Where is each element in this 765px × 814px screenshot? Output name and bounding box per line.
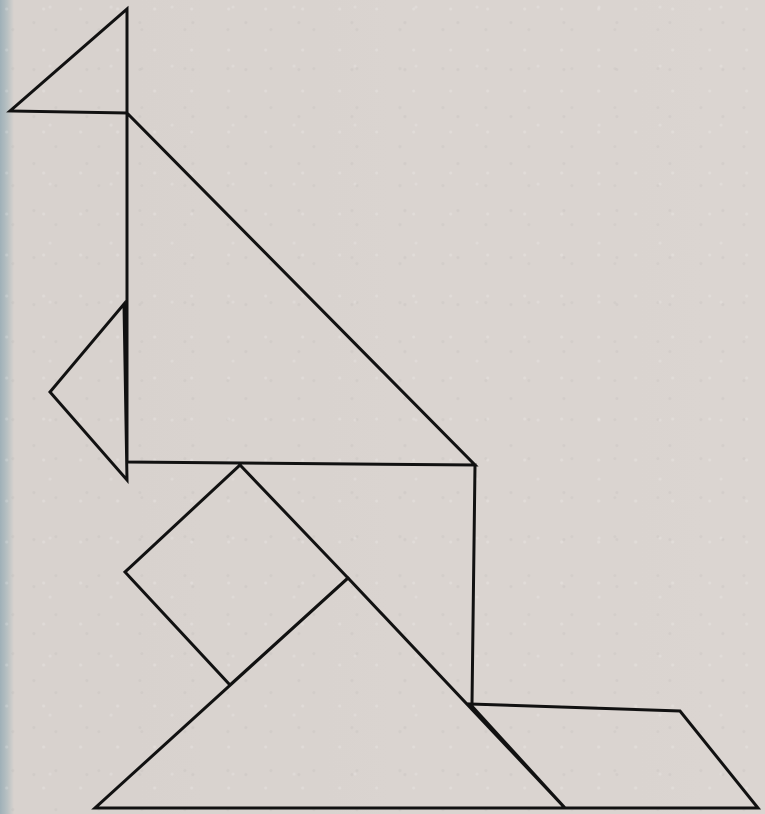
tilted-square	[125, 465, 348, 685]
base-large-triangle	[95, 578, 565, 808]
middle-vertical-joint	[472, 465, 475, 704]
right-parallelogram	[470, 704, 758, 808]
top-small-triangle	[10, 9, 127, 113]
left-small-triangle	[50, 304, 127, 480]
large-right-triangle	[127, 113, 475, 465]
